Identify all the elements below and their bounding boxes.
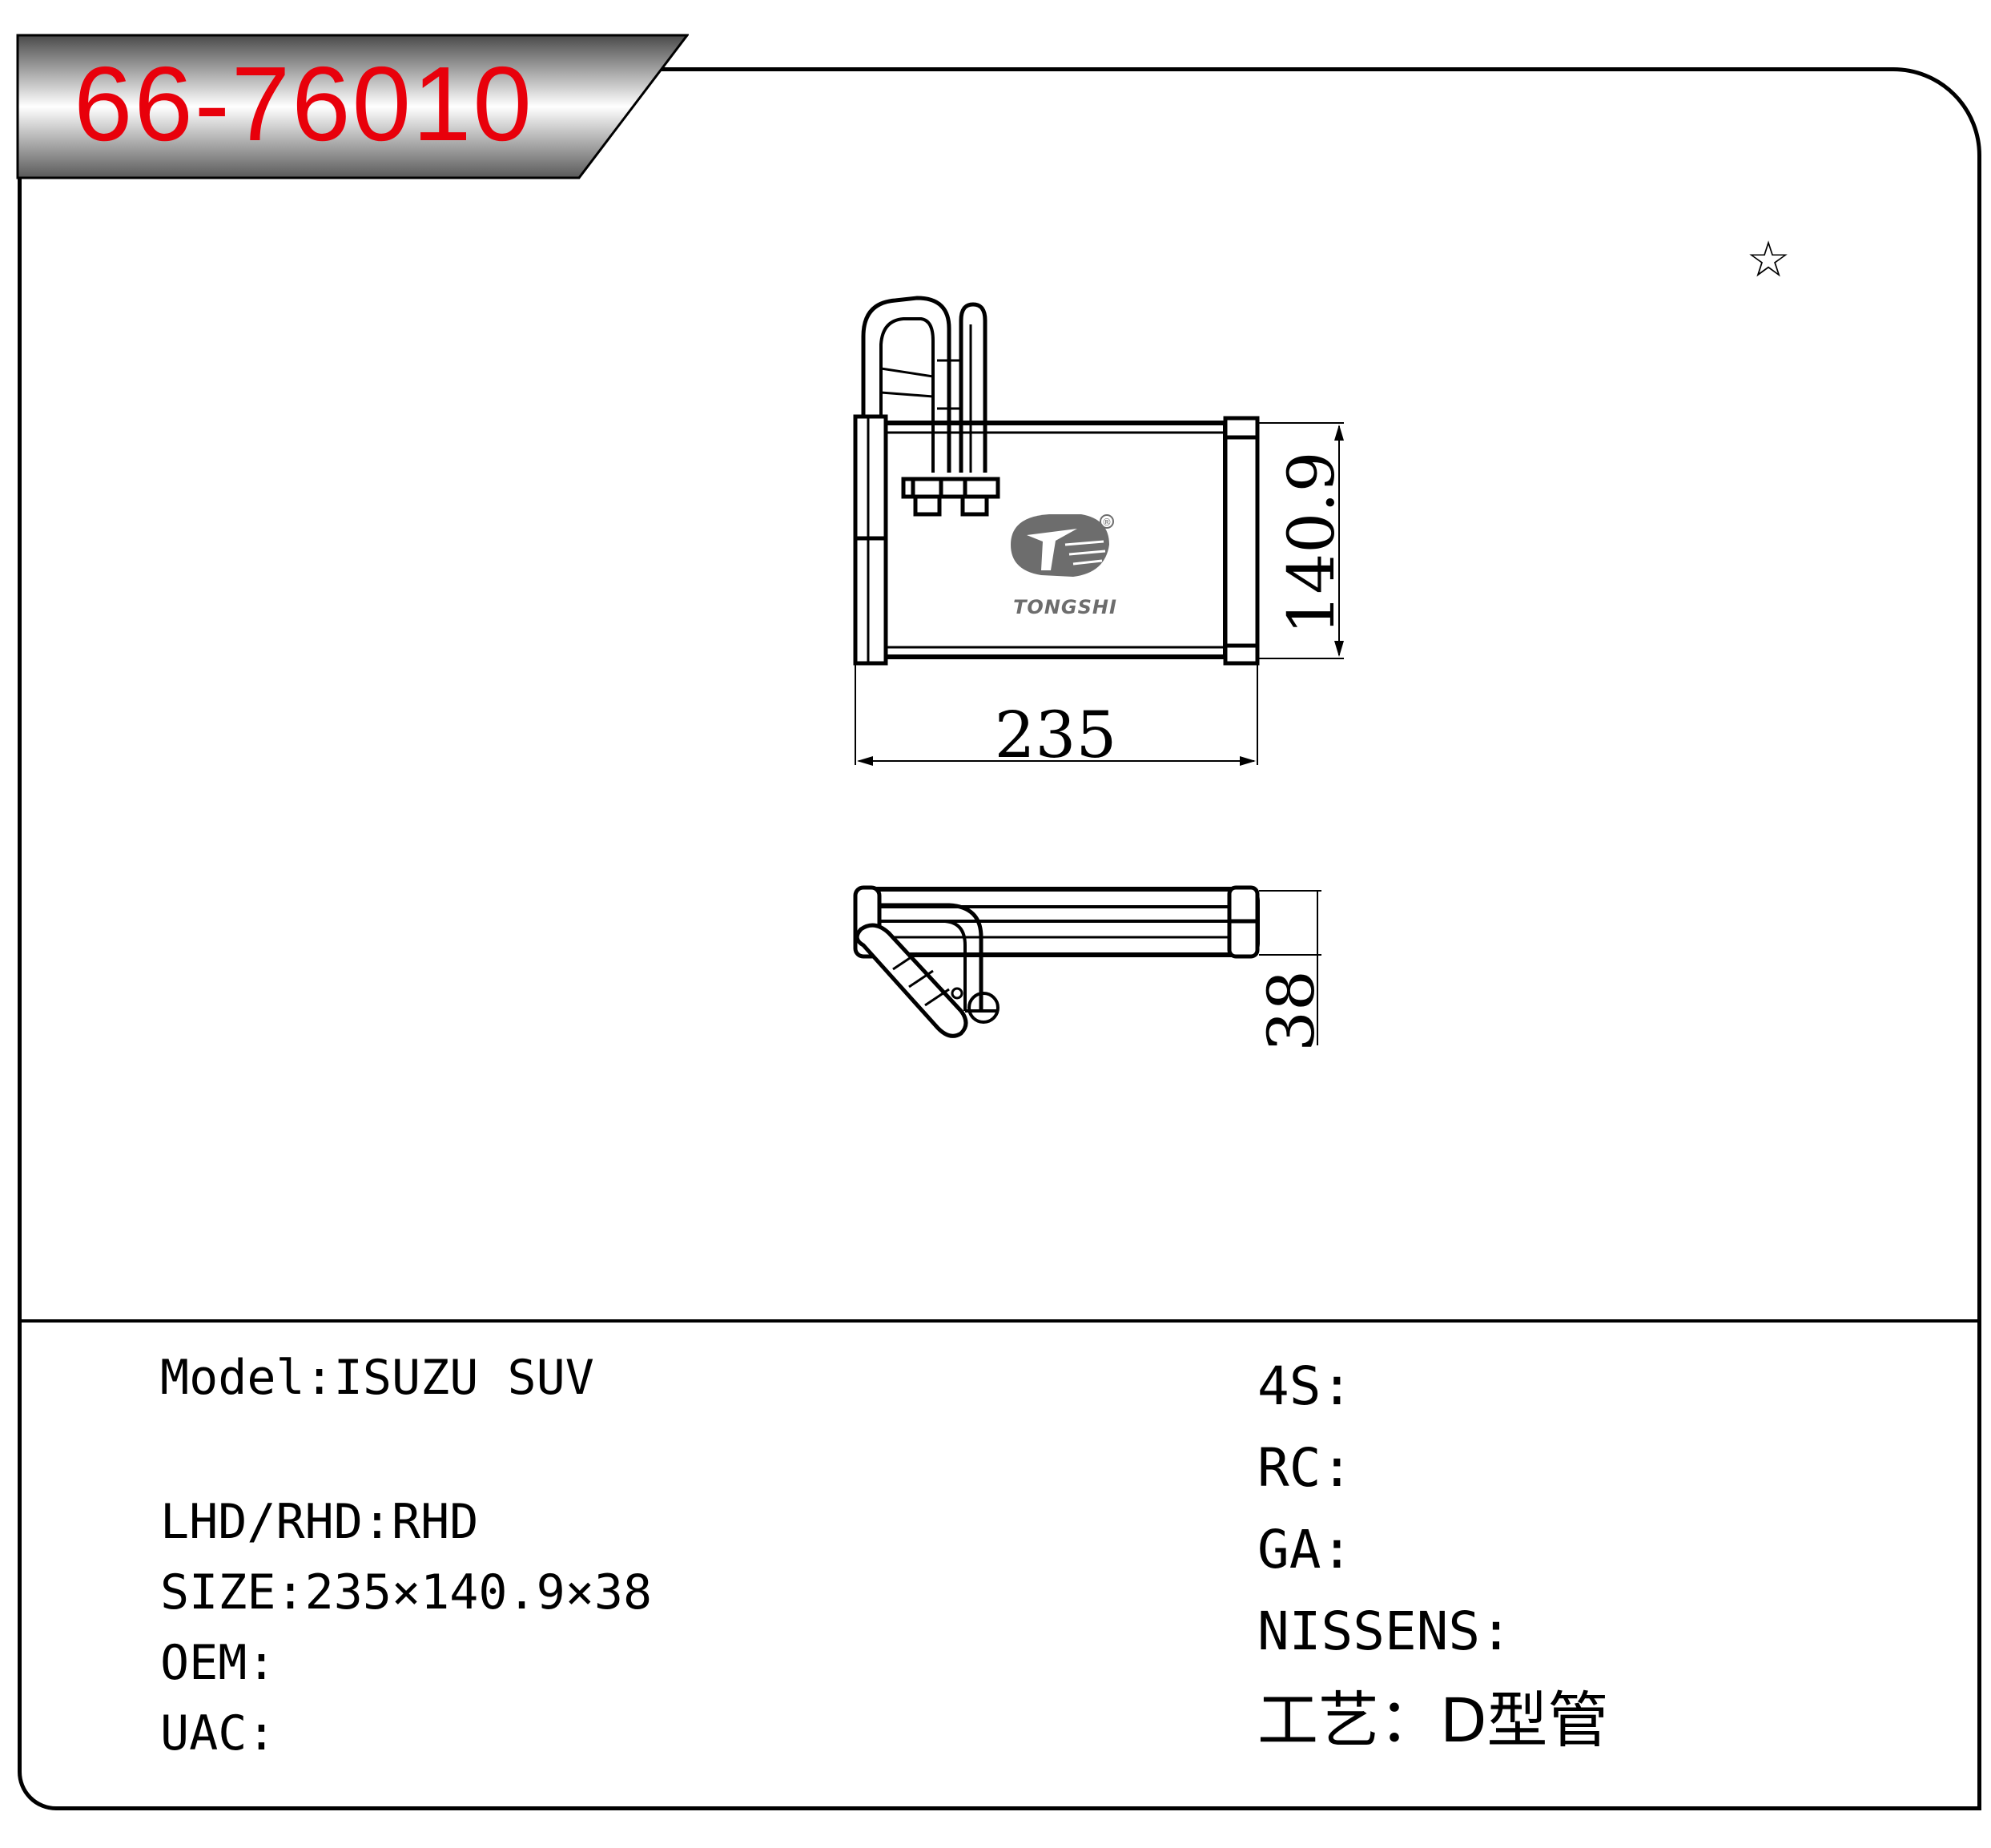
width-dimension-label: 235 bbox=[995, 698, 1117, 772]
spec-value: ISUZU SUV bbox=[333, 1350, 594, 1406]
top-pipe bbox=[879, 903, 983, 1011]
angled-pipe bbox=[855, 923, 968, 1038]
spec-lhd-rhd: LHD/RHD:RHD bbox=[160, 1498, 478, 1546]
outlet-pipe bbox=[959, 302, 987, 473]
technical-drawing: ☆ TONGSHI ® bbox=[853, 230, 1791, 1052]
spec-4s: 4S: bbox=[1257, 1360, 1353, 1413]
pipe-flange bbox=[901, 477, 1000, 499]
spec-label: OEM: bbox=[160, 1635, 276, 1691]
spec-label: 工艺： bbox=[1257, 1685, 1440, 1756]
spec-label: GA: bbox=[1257, 1519, 1353, 1580]
spec-oem: OEM: bbox=[160, 1639, 276, 1687]
spec-uac: UAC: bbox=[160, 1709, 276, 1757]
part-number: 66-76010 bbox=[74, 45, 533, 163]
spec-label: 4S: bbox=[1257, 1355, 1353, 1417]
depth-dimension-label: 38 bbox=[1254, 970, 1329, 1052]
part-number-tab bbox=[16, 34, 689, 179]
spec-label: NISSENS: bbox=[1257, 1600, 1512, 1662]
tongshi-logo-icon: TONGSHI ® bbox=[1011, 514, 1117, 618]
spec-process: 工艺：D型管 bbox=[1257, 1690, 1609, 1751]
height-dimension-label: 140.9 bbox=[1274, 451, 1349, 634]
spec-value: 235×140.9×38 bbox=[304, 1564, 653, 1621]
brand-logo-text: TONGSHI bbox=[1013, 596, 1117, 618]
spec-label: SIZE: bbox=[160, 1564, 305, 1621]
depth-dimension bbox=[1259, 890, 1321, 1045]
right-tank bbox=[1223, 416, 1260, 666]
inlet-pipe bbox=[861, 296, 951, 473]
width-dimension bbox=[855, 665, 1258, 766]
section-divider bbox=[18, 1319, 1981, 1323]
spec-label: LHD/RHD: bbox=[160, 1494, 392, 1550]
top-view bbox=[853, 885, 1260, 1038]
spec-value: RHD bbox=[391, 1494, 479, 1550]
spec-nissens: NISSENS: bbox=[1257, 1605, 1512, 1658]
spec-label: RC: bbox=[1257, 1437, 1353, 1499]
spec-model: Model:ISUZU SUV bbox=[160, 1354, 594, 1402]
front-view bbox=[853, 296, 1260, 666]
spec-size: SIZE:235×140.9×38 bbox=[160, 1568, 652, 1616]
marker-star-icon: ☆ bbox=[1746, 230, 1791, 288]
spec-rc: RC: bbox=[1257, 1442, 1353, 1495]
spec-label: Model: bbox=[160, 1350, 334, 1406]
spec-value: D型管 bbox=[1440, 1685, 1609, 1756]
registered-mark: ® bbox=[1102, 517, 1112, 528]
height-dimension bbox=[1259, 422, 1344, 659]
spec-label: UAC: bbox=[160, 1705, 276, 1761]
page-frame bbox=[18, 67, 1981, 1810]
spec-ga: GA: bbox=[1257, 1524, 1353, 1576]
